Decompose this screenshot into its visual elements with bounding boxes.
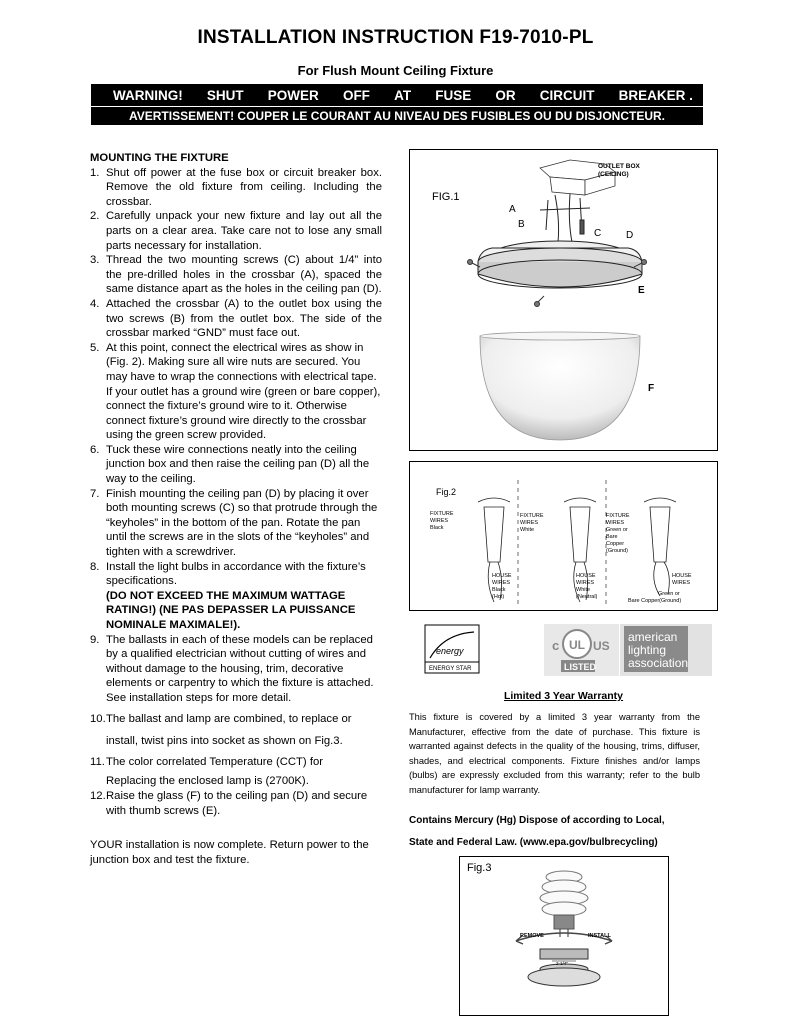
svg-text:Black: Black xyxy=(430,525,444,531)
step-11: 11.The color correlated Temperature (CCT… xyxy=(90,755,324,788)
figure-3-lamp-install: Fig.3 REMOVE INSTALL 2-1/4" xyxy=(459,856,669,1016)
step-1: 1.Shut off power at the fuse box or circ… xyxy=(90,166,382,208)
step-4: 4.Attached the crossbar (A) to the outle… xyxy=(90,297,382,340)
closing-note: YOUR installation is now complete. Retur… xyxy=(90,839,369,866)
wire-nut-icon xyxy=(477,497,677,563)
warning-banner-fr: AVERTISSEMENT! COUPER LE COURANT AU NIVE… xyxy=(91,106,703,125)
american-lighting-association-logo: american lighting association xyxy=(620,624,712,676)
part-a-label: A xyxy=(509,204,516,215)
figure-2-wiring: Fig.2 FIXTURE WIRES Black HOUSE WIRES Bl… xyxy=(409,461,718,611)
thumb-screw-icon xyxy=(467,259,647,307)
svg-text:US: US xyxy=(593,639,610,653)
svg-text:HOUSE: HOUSE xyxy=(576,573,596,579)
svg-text:WIRES: WIRES xyxy=(492,580,510,586)
fig1-label: FIG.1 xyxy=(432,191,460,203)
svg-text:White: White xyxy=(520,527,534,533)
svg-text:WIRES: WIRES xyxy=(672,580,690,586)
svg-text:Green or: Green or xyxy=(606,527,628,533)
rotation-arrows-icon xyxy=(515,932,613,945)
glass-dome-icon xyxy=(479,331,641,441)
outlet-box-label: OUTLET BOX xyxy=(598,163,641,170)
step-2: 2.Carefully unpack your new fixture and … xyxy=(90,210,382,252)
svg-text:HOUSE: HOUSE xyxy=(492,573,512,579)
wiring-diagram: Fig.2 FIXTURE WIRES Black HOUSE WIRES Bl… xyxy=(430,480,692,607)
svg-text:c: c xyxy=(552,638,559,653)
wattage-warning: (DO NOT EXCEED THE MAXIMUM WATTAGE RATIN… xyxy=(106,589,356,631)
dimension-label: 2-1/4" xyxy=(556,961,568,966)
svg-text:Copper: Copper xyxy=(606,541,624,547)
ceiling-pan-icon xyxy=(477,240,643,289)
outlet-box-label-2: (CEILING) xyxy=(598,171,629,178)
wire-strands-icon xyxy=(487,561,670,603)
svg-text:Bare: Bare xyxy=(606,534,618,540)
socket-base-icon xyxy=(527,948,601,987)
svg-text:FIXTURE: FIXTURE xyxy=(606,513,630,519)
step-12: 12.Raise the glass (F) to the ceiling pa… xyxy=(90,789,368,817)
instructions-heading: MOUNTING THE FIXTURE xyxy=(90,152,229,164)
fixture-exploded-diagram: FIG.1 OUTLET BOX (CEILING) A B C D xyxy=(432,159,654,441)
svg-text:Green or: Green or xyxy=(658,591,680,597)
crossbar-icon xyxy=(539,193,591,243)
step-5: 5.At this point, connect the electrical … xyxy=(90,341,381,442)
step-10: 10.The ballast and lamp are combined, to… xyxy=(90,712,352,748)
svg-text:(Neutral): (Neutral) xyxy=(576,594,598,600)
svg-text:FIXTURE: FIXTURE xyxy=(520,513,544,519)
step-7: 7.Finish mounting the ceiling pan (D) by… xyxy=(90,487,378,559)
instruction-list: 1.Shut off power at the fuse box or circ… xyxy=(90,166,382,819)
svg-text:White: White xyxy=(576,587,590,593)
warranty-text: This fixture is covered by a limited 3 y… xyxy=(409,712,700,795)
warning-banner-en: WARNING! SHUT POWER OFF AT FUSE OR CIRCU… xyxy=(91,84,703,106)
part-b-label: B xyxy=(518,219,525,230)
svg-text:association: association xyxy=(628,656,688,670)
svg-text:ENERGY STAR: ENERGY STAR xyxy=(429,666,472,672)
ul-listed-logo: UL c US LISTED xyxy=(544,624,619,676)
document-title: INSTALLATION INSTRUCTION F19-7010-PL xyxy=(197,27,594,48)
svg-text:(Ground): (Ground) xyxy=(606,548,628,554)
svg-text:lighting: lighting xyxy=(628,643,666,657)
install-label: INSTALL xyxy=(588,933,611,939)
svg-text:HOUSE: HOUSE xyxy=(672,573,692,579)
figure-1-exploded-view: FIG.1 OUTLET BOX (CEILING) A B C D xyxy=(409,149,718,451)
svg-text:UL: UL xyxy=(569,638,585,652)
part-d-label: D xyxy=(626,230,633,241)
svg-text:WIRES: WIRES xyxy=(576,580,594,586)
part-e-label: E xyxy=(638,285,645,296)
certification-logos: energy ENERGY STAR UL c US LISTED americ… xyxy=(424,622,716,678)
step-9: 9.The ballasts in each of these models c… xyxy=(90,633,374,704)
cfl-bulb-icon xyxy=(539,870,589,937)
fig3-label: Fig.3 xyxy=(467,862,491,874)
svg-text:Bare Copper(Ground): Bare Copper(Ground) xyxy=(628,598,681,604)
step-8: 8.Install the light bulbs in accordance … xyxy=(90,560,382,633)
svg-text:WIRES: WIRES xyxy=(606,520,624,526)
energy-star-logo: energy ENERGY STAR xyxy=(424,624,480,674)
document-subtitle: For Flush Mount Ceiling Fixture xyxy=(297,63,494,78)
svg-text:energy: energy xyxy=(436,646,464,656)
lamp-install-diagram: Fig.3 REMOVE INSTALL 2-1/4" xyxy=(467,862,613,987)
svg-text:(Hot): (Hot) xyxy=(492,594,504,600)
fig2-label: Fig.2 xyxy=(436,487,456,497)
svg-text:WIRES: WIRES xyxy=(520,520,538,526)
svg-text:WIRES: WIRES xyxy=(430,518,448,524)
warranty-title: Limited 3 Year Warranty xyxy=(503,690,624,702)
svg-text:american: american xyxy=(628,630,677,644)
part-f-label: F xyxy=(648,383,654,394)
step-6: 6.Tuck these wire connections neatly int… xyxy=(90,443,370,486)
mercury-disposal-notice: Contains Mercury (Hg) Dispose of accordi… xyxy=(409,815,665,848)
svg-text:LISTED: LISTED xyxy=(564,662,597,672)
part-c-label: C xyxy=(594,228,601,239)
svg-text:FIXTURE: FIXTURE xyxy=(430,511,454,517)
outlet-box-icon xyxy=(539,159,616,196)
remove-label: REMOVE xyxy=(520,933,544,939)
svg-text:Black: Black xyxy=(492,587,506,593)
step-3: 3.Thread the two mounting screws (C) abo… xyxy=(90,254,382,296)
instructions-column: MOUNTING THE FIXTURE 1.Shut off power at… xyxy=(90,151,382,867)
